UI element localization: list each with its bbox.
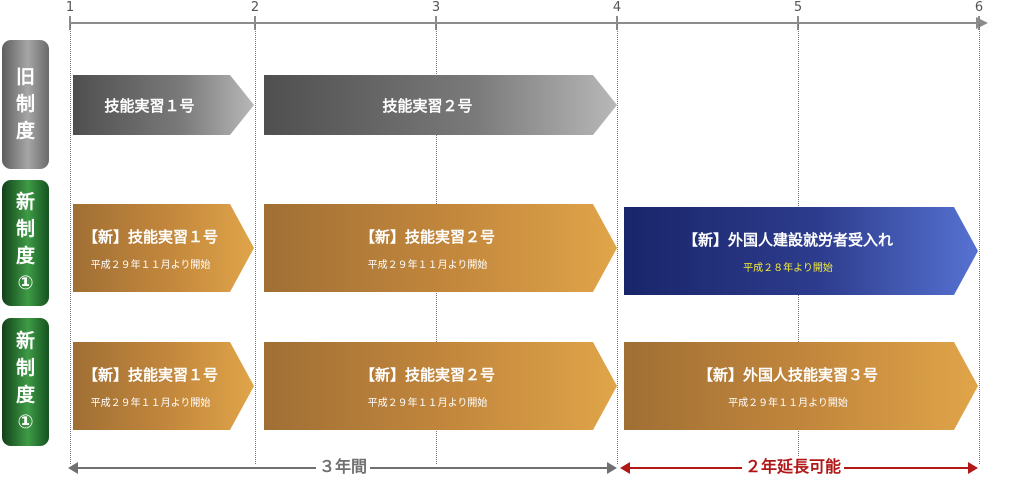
bar-new1-intern-2: 【新】技能実習２号 平成２９年１１月より開始	[264, 204, 617, 292]
tick-mark-4	[616, 16, 618, 30]
bar-title: 【新】外国人技能実習３号	[697, 365, 878, 384]
bar-new2-intern-2: 【新】技能実習２号 平成２９年１１月より開始	[264, 342, 617, 430]
row-label-char: 制	[15, 218, 35, 240]
row-label-char: 制	[15, 357, 35, 379]
row-label-char: 旧	[15, 66, 35, 88]
span-extension-arrow-right	[968, 462, 978, 474]
bar-title: 【新】技能実習１号	[82, 365, 218, 384]
row-label-new-system-2: 新 制 度 ①	[2, 318, 49, 446]
grid-line-1	[70, 24, 71, 464]
row-label-char: ①	[17, 272, 34, 294]
bar-title: 【新】技能実習２号	[359, 365, 495, 384]
row-label-char: 制	[15, 93, 35, 115]
bar-subtitle: 平成２９年１１月より開始	[728, 397, 848, 409]
bar-subtitle: 平成２８年より開始	[743, 262, 833, 274]
grid-line-4	[617, 24, 618, 464]
tick-label-5: 5	[793, 0, 803, 15]
grid-line-6	[979, 24, 980, 464]
tick-mark-6	[978, 16, 980, 30]
row-label-new-system-1: 新 制 度 ①	[2, 180, 49, 306]
bar-old-intern-1: 技能実習１号	[73, 75, 254, 135]
bar-title: 【新】外国人建設就労者受入れ	[682, 230, 893, 249]
tick-label-6: 6	[974, 0, 984, 15]
bar-subtitle: 平成２９年１１月より開始	[367, 259, 488, 271]
bar-new2-intern-3: 【新】外国人技能実習３号 平成２９年１１月より開始	[624, 342, 978, 430]
bar-new1-construction-workers: 【新】外国人建設就労者受入れ 平成２８年より開始	[624, 207, 978, 295]
bar-new1-intern-1: 【新】技能実習１号 平成２９年１１月より開始	[73, 204, 254, 292]
bar-subtitle: 平成２９年１１月より開始	[90, 397, 211, 409]
row-label-char: 新	[15, 191, 35, 213]
row-label-old-system: 旧 制 度	[2, 40, 49, 169]
row-label-char: 新	[15, 330, 35, 352]
bar-subtitle: 平成２９年１１月より開始	[90, 259, 211, 271]
row-label-char: 度	[15, 120, 35, 142]
tick-mark-3	[435, 16, 437, 30]
row-label-char: 度	[15, 384, 35, 406]
tick-label-2: 2	[250, 0, 260, 15]
tick-label-3: 3	[431, 0, 441, 15]
bar-subtitle: 平成２９年１１月より開始	[367, 397, 488, 409]
tick-mark-2	[254, 16, 256, 30]
tick-label-4: 4	[612, 0, 622, 15]
bar-title: 技能実習２号	[382, 96, 473, 115]
row-label-char: ①	[17, 411, 34, 433]
bar-old-intern-2: 技能実習２号	[264, 75, 617, 135]
span-extension-label: ２年延長可能	[742, 457, 845, 477]
span-three-years-arrow-right	[607, 462, 617, 474]
bar-title: 技能実習１号	[104, 96, 195, 115]
span-extension-arrow-left	[620, 462, 630, 474]
span-three-years-label: ３年間	[316, 457, 371, 477]
tick-mark-1	[69, 16, 71, 30]
bar-title: 【新】技能実習１号	[82, 227, 218, 246]
bar-title: 【新】技能実習２号	[359, 227, 495, 246]
timeline-axis	[70, 22, 978, 24]
bar-new2-intern-1: 【新】技能実習１号 平成２９年１１月より開始	[73, 342, 254, 430]
tick-label-1: 1	[65, 0, 75, 15]
span-three-years-arrow-left	[68, 462, 78, 474]
row-label-char: 度	[15, 245, 35, 267]
grid-line-2	[255, 24, 256, 464]
tick-mark-5	[797, 16, 799, 30]
